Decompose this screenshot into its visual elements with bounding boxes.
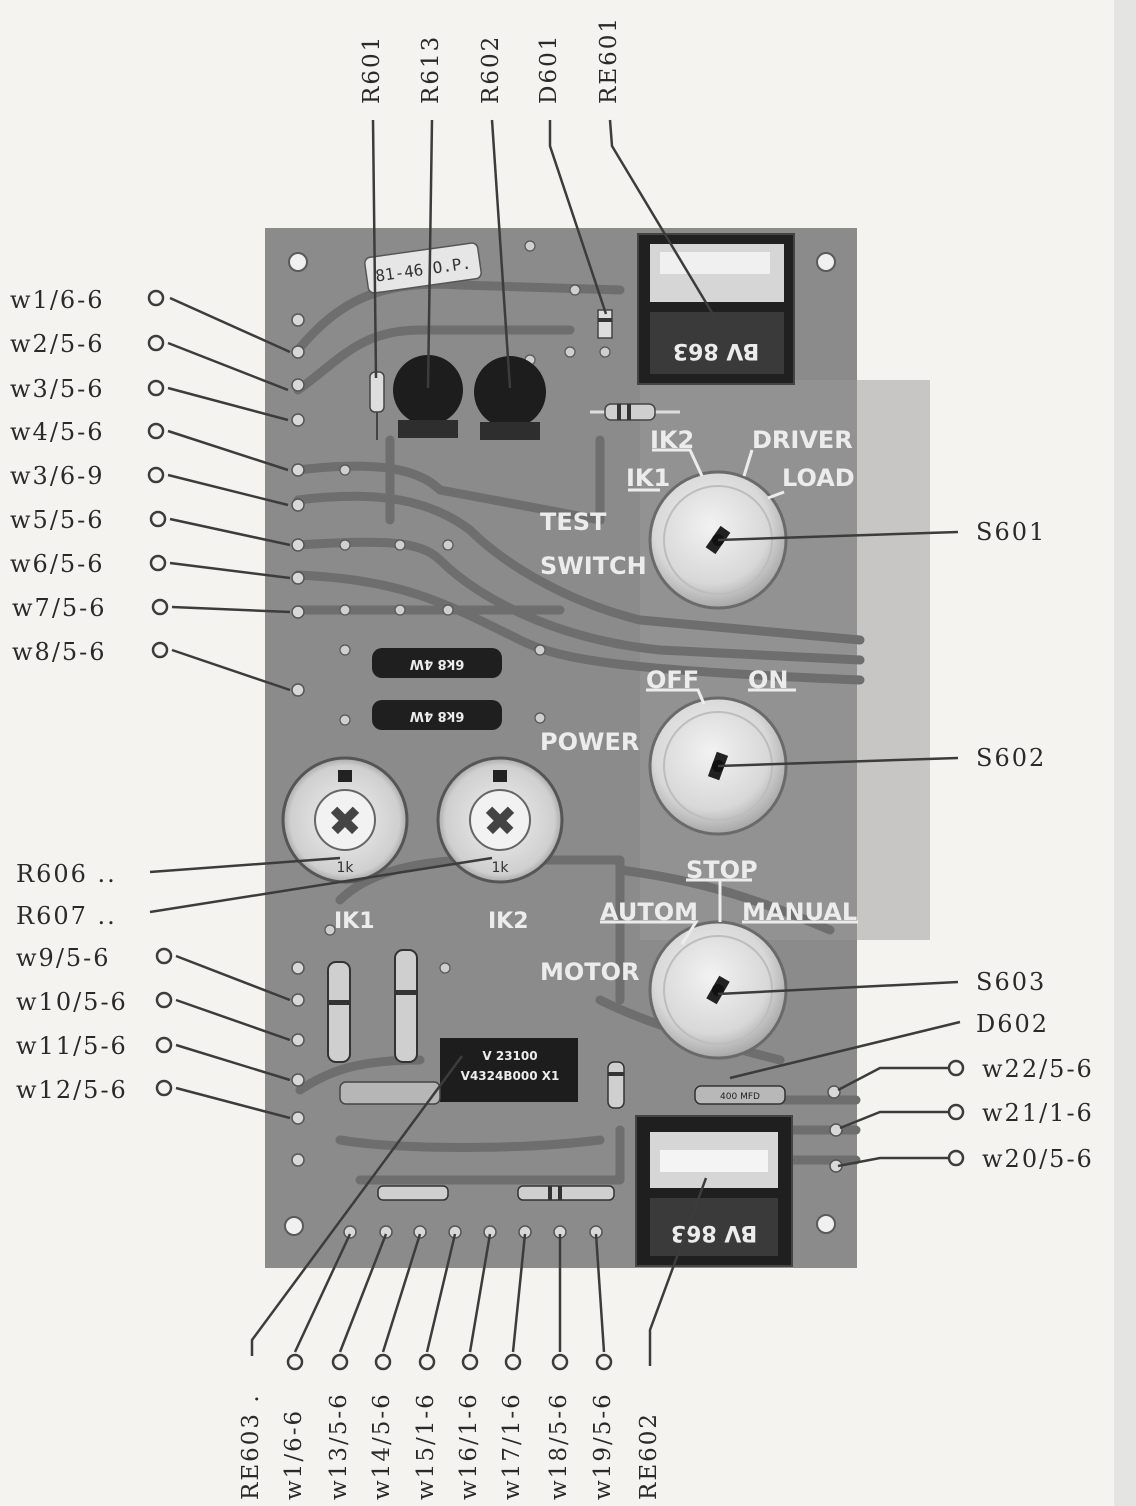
- bottom-label-w15-1-6: w15/1-6: [413, 1392, 439, 1500]
- right-label-w20-5-6: w20/5-6: [982, 1145, 1094, 1173]
- trimmer-r613: [393, 355, 463, 438]
- panel-label-load: LOAD: [782, 464, 855, 492]
- vertical-diodes: [327, 949, 418, 1063]
- right-label-w21-1-6: w21/1-6: [982, 1099, 1094, 1127]
- board-sticker: 81-46 O.P.: [364, 242, 482, 294]
- panel-label-off: OFF: [646, 666, 699, 694]
- silkscreen-marks: [600, 448, 858, 945]
- panel-label-on: ON: [748, 666, 789, 694]
- bottom-label-w18-5-6: w18/5-6: [546, 1392, 572, 1500]
- panel-label-ik1: IK1: [626, 464, 670, 492]
- panel-label-manual: MANUAL: [742, 898, 857, 926]
- left-label-w12-5-6: w12/5-6: [16, 1076, 128, 1104]
- bottom-label-w14-5-6: w14/5-6: [369, 1392, 395, 1500]
- bottom-label-w16-1-6: w16/1-6: [456, 1392, 482, 1500]
- panel-label-trim-ik2: IK2: [488, 909, 529, 934]
- panel-label-power: POWER: [540, 728, 639, 756]
- relay-re602: BV 863: [635, 1115, 793, 1267]
- left-label-w3-6-9: w3/6-9: [10, 462, 105, 490]
- resistor-horizontal-mid: [339, 1081, 441, 1105]
- trimmer-r607-value: 1k: [491, 860, 509, 876]
- bottom-label-w13-5-6: w13/5-6: [326, 1392, 352, 1500]
- left-label-w4-5-6: w4/5-6: [10, 418, 105, 446]
- top-label-r601: R601: [359, 34, 385, 104]
- left-label-w7-5-6: w7/5-6: [12, 594, 107, 622]
- left-label-w6-5-6: w6/5-6: [10, 550, 105, 578]
- left-label-w2-5-6: w2/5-6: [10, 330, 105, 358]
- top-label-r602: R602: [478, 34, 504, 104]
- right-label-w22-5-6: w22/5-6: [982, 1055, 1094, 1083]
- mounting-holes: [284, 252, 836, 1236]
- right-label-s603: S603: [976, 968, 1047, 996]
- panel-label-trim-ik1: IK1: [334, 909, 375, 934]
- component-pads: [324, 240, 611, 974]
- left-label-w10-5-6: w10/5-6: [16, 988, 128, 1016]
- resistor-r601: [369, 371, 385, 440]
- relay-re603-marking-2: V4324B000 X1: [461, 1069, 560, 1083]
- left-label-w9-5-6: w9/5-6: [16, 944, 111, 972]
- left-label-w3-5-6: w3/5-6: [10, 375, 105, 403]
- right-label-s601: S601: [976, 518, 1047, 546]
- edge-pads-right: [827, 1085, 843, 1173]
- relay-re603-marking-1: V 23100: [482, 1049, 537, 1063]
- panel-label-stop: STOP: [686, 856, 758, 884]
- resistor-horizontal-top: [590, 403, 680, 421]
- bottom-label-re602: RE602: [636, 1411, 662, 1500]
- left-label-w8-5-6: w8/5-6: [12, 638, 107, 666]
- bottom-label-w19-5-6: w19/5-6: [590, 1392, 616, 1500]
- left-label-w11-5-6: w11/5-6: [16, 1032, 128, 1060]
- power-resistor-marking-upper: 6k8 4W: [410, 656, 465, 671]
- top-label-d601: D601: [536, 33, 562, 104]
- power-resistor-lower: 6k8 4W: [372, 700, 502, 730]
- page-margin: [1114, 0, 1136, 1506]
- power-resistor-upper: 6k8 4W: [372, 648, 502, 678]
- panel-label-autom: AUTOM: [600, 898, 698, 926]
- terminal-circles: [147, 289, 965, 1371]
- right-label-s602: S602: [976, 744, 1047, 772]
- top-label-re601: RE601: [596, 15, 622, 104]
- panel-label-motor: MOTOR: [540, 958, 640, 986]
- leader-lines: [149, 119, 961, 1366]
- trimmer-r606: 1k: [281, 756, 409, 884]
- trimmer-r606-value: 1k: [336, 860, 354, 876]
- trimmer-r607: 1k: [436, 756, 564, 884]
- resistors-bottom: [377, 1185, 615, 1201]
- relay-re603: V 23100 V4324B000 X1: [440, 1038, 578, 1102]
- right-label-d602: D602: [976, 1010, 1050, 1038]
- capacitor-marking: 400 MFD: [720, 1092, 760, 1102]
- left-label-w1-6-6: w1/6-6: [10, 286, 105, 314]
- panel-label-ik2: IK2: [650, 426, 694, 454]
- edge-pads-left: [291, 313, 305, 1167]
- relay-re601: BV 863: [637, 233, 795, 385]
- edge-pads-bottom: [343, 1225, 603, 1239]
- left-label-r607: R607 ..: [16, 902, 117, 930]
- bottom-label-re603: RE603 .: [238, 1393, 264, 1500]
- trimmer-r602: [474, 356, 546, 440]
- circuit-board: BV 863 6k8 4W 6k8 4W 1k 1k: [265, 228, 930, 1268]
- power-resistor-marking-lower: 6k8 4W: [410, 708, 465, 723]
- bottom-label-w1-6-6: w1/6-6: [281, 1408, 307, 1500]
- top-label-r613: R613: [418, 34, 444, 104]
- relay-re601-marking: BV 863: [673, 338, 760, 363]
- panel-label-test: TEST: [540, 508, 607, 536]
- capacitor: 400 MFD: [694, 1085, 786, 1105]
- left-label-w5-5-6: w5/5-6: [10, 506, 105, 534]
- panel-labels: IK2 DRIVER IK1 LOAD TEST SWITCH OFF ON P…: [334, 426, 857, 986]
- diode-d602: [607, 1061, 625, 1109]
- left-label-r606: R606 ..: [16, 860, 117, 888]
- panel-label-driver: DRIVER: [752, 426, 853, 454]
- bottom-label-w17-1-6: w17/1-6: [499, 1392, 525, 1500]
- switch-knob-s603: [648, 920, 788, 1060]
- panel-label-switch: SWITCH: [540, 552, 647, 580]
